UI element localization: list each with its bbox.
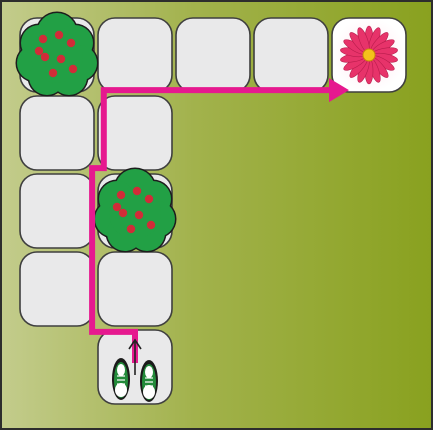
tile-path bbox=[176, 18, 250, 92]
berry-icon bbox=[39, 35, 47, 43]
tile-path bbox=[98, 96, 172, 170]
berry-icon bbox=[147, 221, 155, 229]
tile-path bbox=[98, 18, 172, 92]
tile-path bbox=[20, 174, 94, 248]
berry-icon bbox=[113, 203, 121, 211]
berry-icon bbox=[133, 187, 141, 195]
berry-icon bbox=[127, 225, 135, 233]
tile-path bbox=[254, 18, 328, 92]
berry-icon bbox=[117, 191, 125, 199]
berry-icon bbox=[57, 55, 65, 63]
berry-icon bbox=[135, 211, 143, 219]
berry-icon bbox=[69, 65, 77, 73]
berry-icon bbox=[67, 39, 75, 47]
berry-icon bbox=[35, 47, 43, 55]
berry-icon bbox=[41, 53, 49, 61]
berry-icon bbox=[55, 31, 63, 39]
berry-icon bbox=[119, 209, 127, 217]
tile-path bbox=[98, 252, 172, 326]
tile-path bbox=[20, 252, 94, 326]
berry-icon bbox=[145, 195, 153, 203]
berry-icon bbox=[49, 69, 57, 77]
tile-path bbox=[20, 96, 94, 170]
